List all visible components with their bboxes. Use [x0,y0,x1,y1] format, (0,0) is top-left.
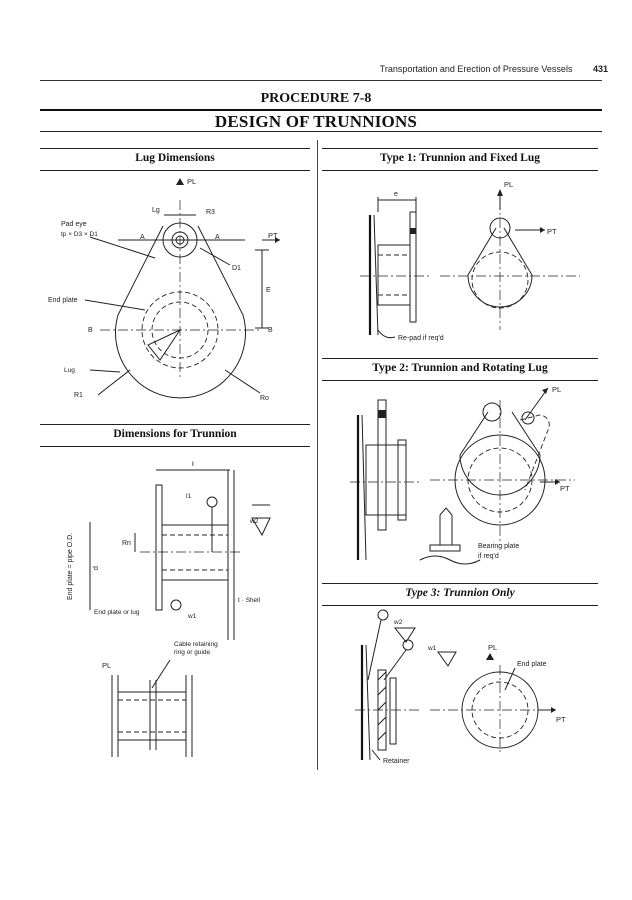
label-r1: R1 [74,392,83,399]
label-t-shell: t · Shell [238,597,261,604]
column-divider [317,140,318,770]
section-rule [322,148,598,149]
section-rule [40,424,310,425]
page-number: 431 [592,64,608,74]
section-rule [322,583,598,584]
page-title: DESIGN OF TRUNNIONS [214,112,418,131]
fixed-lug [409,211,417,323]
label-pl: PL [187,177,196,186]
label-end-plate-pipe: End plate = pipe O.D. [67,533,74,600]
type3-figure: w2 w1 PL End plate PT Retainer [355,609,566,765]
running-title: Transportation and Erection of Pressure … [379,64,573,74]
procedure-number: PROCEDURE 7-8 [260,91,372,106]
end-plate [155,484,163,611]
label-retainer: Retainer [383,758,410,765]
type2-figure: PL PT Bearing plate if req'd [350,385,575,565]
title-rule-top [40,109,602,111]
lug-outline [115,225,246,399]
section-rule [40,148,310,149]
label-l1: l1 [186,493,191,500]
label-rn: Rn [122,540,131,547]
label-w1: w1 [187,613,197,620]
bearing-plate [429,544,461,552]
label-ring-or-guide: ring or guide [174,649,211,656]
label-e-dim: e [394,191,398,198]
label-b-left: B [88,327,93,334]
label-a-right: A [215,234,220,241]
label-b-right: B [268,327,273,334]
label-pad-eye-dims: tp × D3 × D1 [61,231,98,238]
label-if-reqd: if req'd [478,553,499,560]
lug-dimensions-figure: PL Lg R3 Pad eye tp × D3 × D1 A A PT D1 … [48,177,280,402]
label-ro: Ro [260,395,269,402]
label-w2: w2 [393,619,403,626]
label-re-pad: Re-pad if req'd [398,335,444,342]
label-pt: PT [547,227,557,236]
label-d1: D1 [232,265,241,272]
label-l-dim: ℓ [192,461,195,468]
trunnion-dimensions-figure: ℓ l1 w2 Rn End plate = pipe O.D. d t · S… [67,461,271,757]
label-pt: PT [556,715,566,724]
label-w2: w2 [249,518,259,525]
section-rule [322,170,598,171]
title-rule-bottom [40,131,602,132]
label-a-left: A [140,234,145,241]
label-w1: w1 [427,645,437,652]
label-pl: PL [552,385,561,394]
label-e: E [266,287,271,294]
label-pad-eye: Pad eye [61,221,87,228]
label-pt: PT [268,231,278,240]
running-header: Transportation and Erection of Pressure … [380,64,608,74]
section-rule [322,358,598,359]
section-rule [322,380,598,381]
label-cable-retaining: Cable retaining [174,641,218,648]
section-type1: Type 1: Trunnion and Fixed Lug [379,152,541,164]
label-pt: PT [560,484,570,493]
label-pl: PL [488,643,497,652]
label-pl: PL [102,661,111,670]
section-type2: Type 2: Trunnion and Rotating Lug [372,362,548,374]
label-lg: Lg [152,207,160,214]
label-pl: PL [504,180,513,189]
section-rule [322,605,598,606]
section-type3: Type 3: Trunnion Only [405,587,515,599]
label-lug: Lug [64,367,75,374]
header-rule [40,80,602,81]
label-bearing-plate: Bearing plate [478,543,519,550]
label-d-dim: d [93,566,100,570]
label-end-plate: End plate [48,297,78,304]
label-end-plate: End plate [517,661,547,668]
section-lug-dimensions: Lug Dimensions [135,152,215,164]
section-rule [40,446,310,447]
section-rule [40,170,310,171]
type1-figure: e PL PT Re-pad if req'd [360,180,580,342]
label-end-plate-or-lug: End plate or lug [94,609,140,616]
section-dimensions-trunnion: Dimensions for Trunnion [113,428,237,440]
label-r3: R3 [206,209,215,216]
